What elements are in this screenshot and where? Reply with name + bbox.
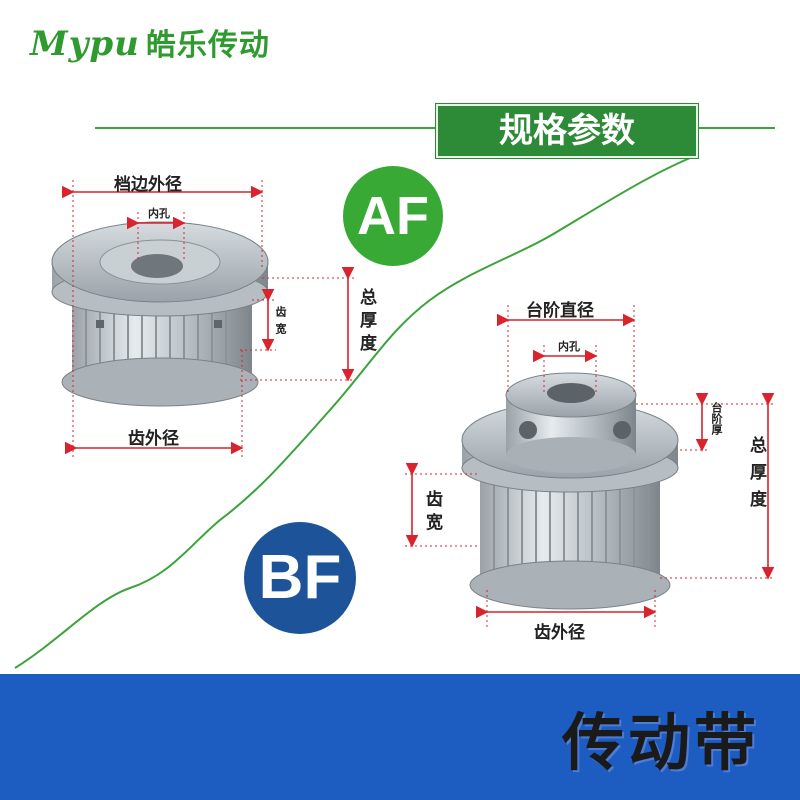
af-bore-label: 内孔	[148, 207, 170, 220]
bf-total-thickness-label: 总厚度	[746, 436, 766, 517]
diagonal-wavy-line	[14, 157, 691, 669]
bf-badge: BF	[244, 522, 356, 634]
af-pulley-image	[51, 221, 269, 407]
bf-dimension-lines	[405, 313, 775, 619]
af-tooth-width-label: 齿宽	[274, 306, 287, 340]
bf-bore-label: 内孔	[558, 340, 580, 353]
spec-banner: 规格参数	[436, 104, 698, 158]
af-tooth-outer-diameter-label: 齿外径	[128, 429, 179, 449]
brand-chinese: 皓乐传动	[145, 28, 270, 63]
af-badge: AF	[343, 166, 443, 266]
bf-pulley-image	[461, 372, 679, 610]
bf-step-diameter-label: 台阶直径	[526, 301, 594, 321]
bf-extension-lines	[405, 305, 775, 628]
bf-tooth-width-label: 齿宽	[422, 490, 442, 536]
af-total-thickness-label: 总厚度	[356, 288, 376, 357]
af-flange-outer-diameter-label: 档边外径	[114, 175, 182, 195]
bottom-band	[0, 674, 800, 800]
bf-tooth-outer-diameter-label: 齿外径	[534, 623, 585, 643]
brand-latin: Mypu	[30, 24, 140, 64]
belt-label: 传动带	[561, 706, 760, 779]
af-dimension-lines	[61, 185, 355, 455]
bf-step-thickness-label: 台阶厚	[710, 402, 723, 435]
af-extension-lines	[72, 180, 355, 460]
